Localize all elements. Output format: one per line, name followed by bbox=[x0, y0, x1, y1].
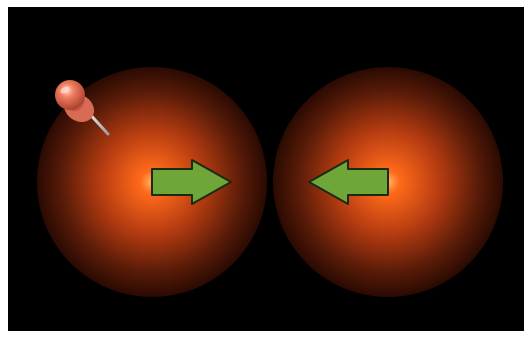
pushpin-icon bbox=[55, 80, 110, 136]
arrow-left-icon bbox=[308, 159, 389, 205]
pushpin-head bbox=[55, 80, 85, 110]
pushpin-highlight bbox=[60, 86, 70, 94]
arrow-right-icon bbox=[151, 159, 232, 205]
